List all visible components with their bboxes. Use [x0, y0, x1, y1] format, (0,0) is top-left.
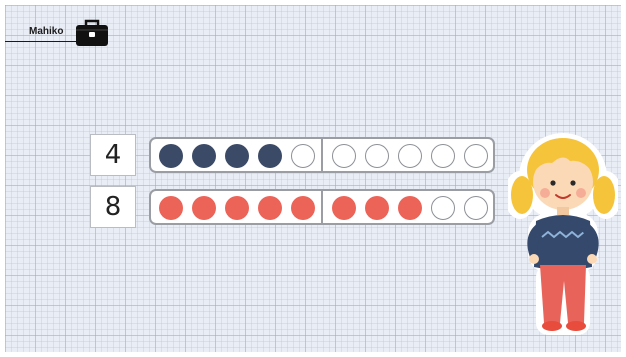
- counter-dot[interactable]: [332, 144, 356, 168]
- girl-character: [508, 125, 618, 340]
- counter-dot[interactable]: [431, 196, 455, 220]
- counter-dot[interactable]: [291, 196, 315, 220]
- number-card-2: 8: [90, 186, 136, 228]
- counter-dot[interactable]: [225, 144, 249, 168]
- number-card-1: 4: [90, 134, 136, 176]
- frame-divider: [321, 189, 323, 225]
- ten-frame-2: [149, 189, 495, 225]
- counter-dot[interactable]: [159, 144, 183, 168]
- counter-dot[interactable]: [365, 196, 389, 220]
- counter-dot[interactable]: [431, 144, 455, 168]
- ten-frame-1: [149, 137, 495, 173]
- counter-dot[interactable]: [398, 196, 422, 220]
- counter-dot[interactable]: [192, 196, 216, 220]
- counter-dot[interactable]: [398, 144, 422, 168]
- counter-dot[interactable]: [464, 196, 488, 220]
- lunchbox-icon[interactable]: [73, 18, 111, 48]
- counter-dot[interactable]: [365, 144, 389, 168]
- counter-dot[interactable]: [464, 144, 488, 168]
- header-underline: [5, 41, 80, 42]
- username-label: Mahiko: [29, 26, 63, 37]
- counter-dot[interactable]: [258, 144, 282, 168]
- counter-dot[interactable]: [159, 196, 183, 220]
- canvas: Mahiko 4 8: [5, 5, 621, 352]
- counter-dot[interactable]: [291, 144, 315, 168]
- counter-dot[interactable]: [258, 196, 282, 220]
- counter-dot[interactable]: [332, 196, 356, 220]
- frame-divider: [321, 137, 323, 173]
- counter-dot[interactable]: [225, 196, 249, 220]
- counter-dot[interactable]: [192, 144, 216, 168]
